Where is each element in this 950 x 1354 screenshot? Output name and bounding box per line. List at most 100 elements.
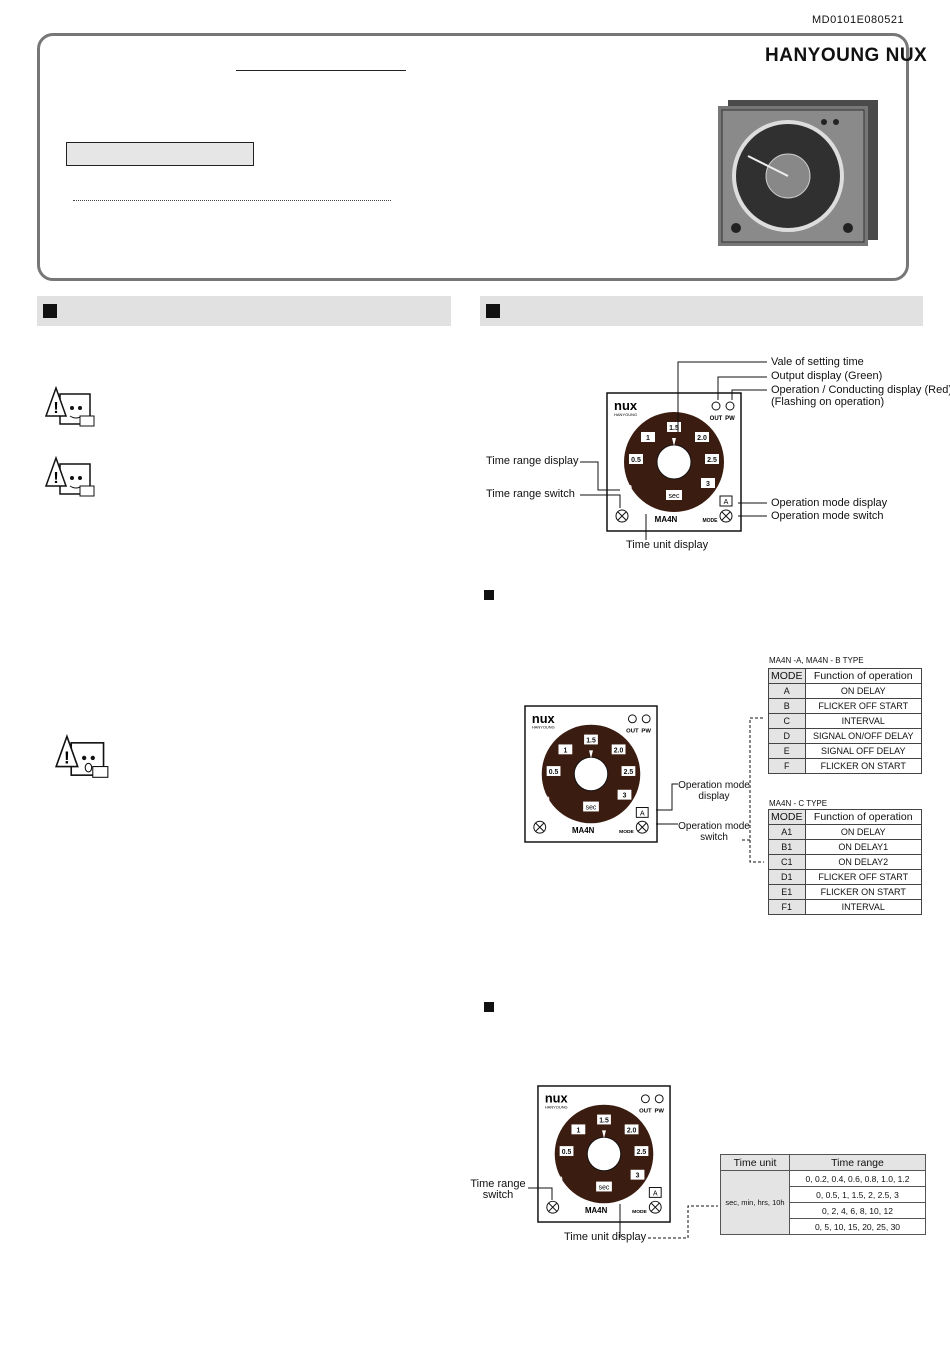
svg-text:MODE: MODE (619, 829, 634, 835)
subsection-marker (484, 1002, 494, 1012)
time-unit-cell: sec, min, hrs, 10h (720, 1170, 790, 1235)
dial-box (611, 744, 626, 755)
warning-icon: ! (44, 386, 95, 427)
dial-label: 3 (706, 481, 710, 488)
dial-box (634, 1146, 649, 1156)
label-operation-display: Operation / Conducting display (Red) (771, 384, 950, 396)
label-time-range-switch: Time range switch (486, 488, 575, 500)
pw-label: PW (725, 416, 735, 422)
time-range-table: Time unit Time range sec, min, hrs, 10h … (720, 1154, 926, 1235)
section-bar-left (37, 296, 451, 326)
dotted-divider (73, 200, 391, 201)
label-setting-time: Vale of setting time (771, 356, 864, 368)
svg-text:HANYOUNG: HANYOUNG (545, 1105, 568, 1110)
mode-panel-diagram: nux HANYOUNG OUT PW 00.511.52.02.53 sec … (524, 705, 658, 843)
product-photo (718, 100, 878, 246)
subtitle-box (66, 142, 254, 166)
dial-box (621, 766, 636, 776)
svg-text:MA4N: MA4N (572, 826, 595, 835)
svg-text:MA4N: MA4N (585, 1206, 608, 1215)
panel-logo: nux (614, 398, 638, 413)
dial-box (701, 478, 715, 488)
warning-icon: ! (44, 456, 95, 497)
callout-lines-3 (528, 1187, 718, 1239)
dial-box (546, 766, 561, 776)
header-frame (37, 33, 909, 281)
label-op-mode-display: Operation mode display (771, 497, 888, 509)
mode-label: MODE (703, 518, 719, 524)
dial-label: 3 (623, 793, 627, 800)
section-marker (43, 304, 57, 318)
callout-lines-1 (580, 361, 767, 540)
dial-box (705, 454, 719, 464)
header-time-range: Time range (789, 1154, 926, 1171)
dial-box (597, 1114, 611, 1125)
label-flashing: (Flashing on operation) (771, 396, 885, 408)
dial-box (624, 1124, 639, 1135)
header-time-unit: Time unit (720, 1154, 790, 1171)
svg-text:sec: sec (599, 1184, 610, 1191)
label-time-unit-display-3: Time unit display (564, 1231, 647, 1243)
model-label: MA4N (655, 515, 678, 524)
table-row: 0, 5, 10, 15, 20, 25, 30 (721, 1218, 926, 1235)
dial-label: 0.5 (562, 1149, 572, 1156)
section-marker (486, 304, 500, 318)
dial-label: 1 (576, 1127, 580, 1134)
dial-label: 2.0 (697, 435, 707, 442)
dial-label: 1.5 (586, 737, 596, 744)
svg-text:MODE: MODE (632, 1209, 647, 1215)
dial-label: 1.5 (599, 1117, 609, 1124)
table-ab-caption: MA4N -A, MA4N - B TYPE (769, 656, 864, 665)
table-c-caption: MA4N - C TYPE (769, 799, 828, 808)
panel-logo-sub: HANYOUNG (614, 412, 637, 417)
svg-text:HANYOUNG: HANYOUNG (532, 725, 555, 730)
header-mode: MODE (768, 668, 806, 684)
dial-label: 3 (636, 1173, 640, 1180)
dial-label: 0 (559, 1177, 563, 1184)
svg-text:!: ! (53, 470, 58, 487)
dial-box (558, 744, 573, 755)
dial-box (667, 422, 681, 432)
svg-text:PW: PW (641, 729, 651, 735)
dial-label: 2.5 (624, 769, 634, 776)
dial-label: 0.5 (631, 457, 641, 464)
svg-text:OUT: OUT (626, 729, 639, 735)
range-panel-diagram: nux HANYOUNG OUT PW 00.511.52.02.53 sec … (537, 1085, 671, 1223)
svg-text:OUT: OUT (639, 1109, 652, 1115)
dial-box (571, 1124, 586, 1135)
dial-label: 0 (628, 485, 632, 492)
dial-label: 0 (546, 797, 550, 804)
svg-text:sec: sec (586, 804, 597, 811)
label-op-mode-switch: Operation mode switch (771, 510, 884, 522)
label-time-range-display: Time range display (486, 455, 579, 467)
svg-text:!: ! (53, 400, 58, 417)
svg-text:A: A (640, 810, 645, 817)
dial-box (629, 454, 643, 464)
unit-label: sec (669, 493, 680, 500)
subsection-marker (484, 590, 494, 600)
dial-label: 1 (646, 435, 650, 442)
dial-label: 2.0 (627, 1127, 637, 1134)
brand-logo: HANYOUNG NUX (765, 45, 928, 66)
dial-labels: 00.511.52.02.53 (628, 422, 719, 492)
section-bar-right (480, 296, 923, 326)
dial-label: 2.5 (707, 457, 717, 464)
dial-box (641, 432, 655, 442)
front-panel-diagram: nux HANYOUNG OUT PW 00.511.52.02.53 sec … (606, 392, 742, 532)
dial-label: 2.0 (614, 747, 624, 754)
